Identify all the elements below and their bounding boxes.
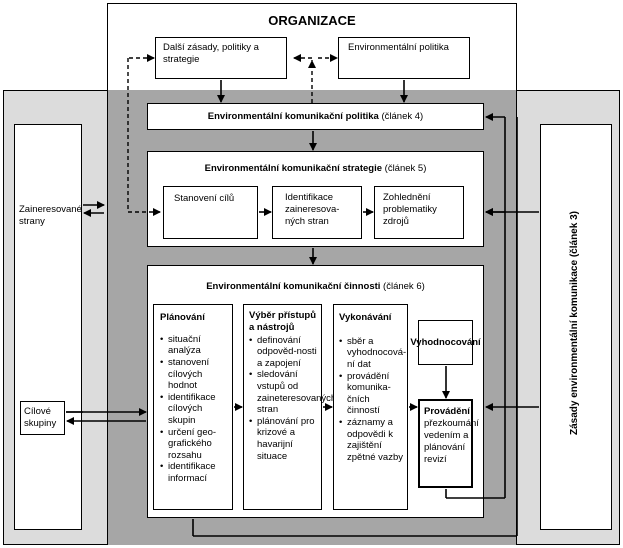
left-stakeholders-panel bbox=[14, 124, 82, 530]
provadeni-title: Provádění bbox=[424, 406, 470, 417]
zasady-komunikace-label: Zásady environmentální komunikace (článe… bbox=[569, 211, 580, 435]
vykonavani-list: sběr a vyhodnocová-ní datprovádění komun… bbox=[339, 336, 406, 463]
strategy-article: (článek 5) bbox=[382, 163, 427, 174]
planovani-item: určení geo-grafického rozsahu bbox=[160, 427, 228, 462]
activities-heading: Environmentální komunikační činnosti (čl… bbox=[148, 281, 483, 293]
vyber-item: sledování vstupů od zaineteresovaných st… bbox=[249, 369, 336, 415]
planovani-item: stanovení cílových hodnot bbox=[160, 357, 228, 392]
vykonavani-title: Vykonávání bbox=[339, 312, 392, 323]
activities-title: Environmentální komunikační činnosti bbox=[206, 281, 381, 292]
vyber-list: definování odpověd-nosti a zapojenísledo… bbox=[249, 335, 336, 462]
right-principles-panel bbox=[540, 124, 612, 530]
vykonavani-item: provádění komunika-čních činností bbox=[339, 371, 404, 417]
policy-title: Environmentální komunikační politika bbox=[207, 110, 379, 122]
strategy-title: Environmentální komunikační strategie bbox=[204, 163, 383, 174]
vyber-title: Výběr přístupů a nástrojů bbox=[249, 310, 317, 333]
provadeni-text: přezkoumání vedením a plánování revizí bbox=[424, 417, 479, 465]
env-politika-text: Environmentální politika bbox=[348, 42, 449, 53]
planovani-list: situační analýzastanovení cílových hodno… bbox=[160, 334, 228, 485]
planovani-title: Plánování bbox=[160, 312, 205, 323]
vyhodnocovani-title: Vyhodnocování bbox=[410, 336, 481, 348]
organizace-title: ORGANIZACE bbox=[268, 13, 356, 28]
planovani-item: identifikace cílových skupin bbox=[160, 392, 228, 427]
policy-box: Environmentální komunikační politika (čl… bbox=[147, 103, 484, 130]
policy-article: (článek 4) bbox=[378, 110, 424, 122]
planovani-box: Plánování situační analýzastanovení cílo… bbox=[153, 304, 233, 510]
strategy-item-identifikace: Identifikace zaineresova-ných stran bbox=[272, 186, 362, 239]
strategy-item-cile: Stanovení cílů bbox=[163, 186, 258, 239]
vykonavani-item: záznamy a odpovědi k zajištění zpětné va… bbox=[339, 417, 404, 463]
cilove-skupiny-text: Cílové skupiny bbox=[24, 406, 57, 429]
vykonavani-box: Vykonávání sběr a vyhodnocová-ní datprov… bbox=[333, 304, 408, 510]
cilove-skupiny-box: Cílové skupiny bbox=[20, 401, 65, 435]
planovani-item: situační analýza bbox=[160, 334, 228, 357]
provadeni-box: Provádění přezkoumání vedením a plánován… bbox=[418, 399, 479, 488]
vykonavani-item: sběr a vyhodnocová-ní dat bbox=[339, 336, 406, 371]
activities-article: (článek 6) bbox=[380, 281, 425, 292]
vyber-item: plánování pro krizové a havarijní situac… bbox=[249, 416, 318, 462]
vyber-box: Výběr přístupů a nástrojů definování odp… bbox=[243, 304, 336, 510]
env-politika-box: Environmentální politika bbox=[338, 37, 470, 79]
strategy-heading: Environmentální komunikační strategie (č… bbox=[148, 163, 483, 175]
dalsi-zasady-text: Další zásady, politiky a strategie bbox=[163, 42, 259, 65]
dalsi-zasady-box: Další zásady, politiky a strategie bbox=[155, 37, 287, 79]
planovani-item: identifikace informací bbox=[160, 461, 228, 484]
zainteresovane-strany: Zaineresované strany bbox=[19, 204, 82, 227]
vyhodnocovani-box: Vyhodnocování bbox=[410, 320, 481, 365]
strategy-item-zdroje: Zohlednění problematiky zdrojů bbox=[374, 186, 464, 239]
vyber-item: definování odpověd-nosti a zapojení bbox=[249, 335, 318, 370]
